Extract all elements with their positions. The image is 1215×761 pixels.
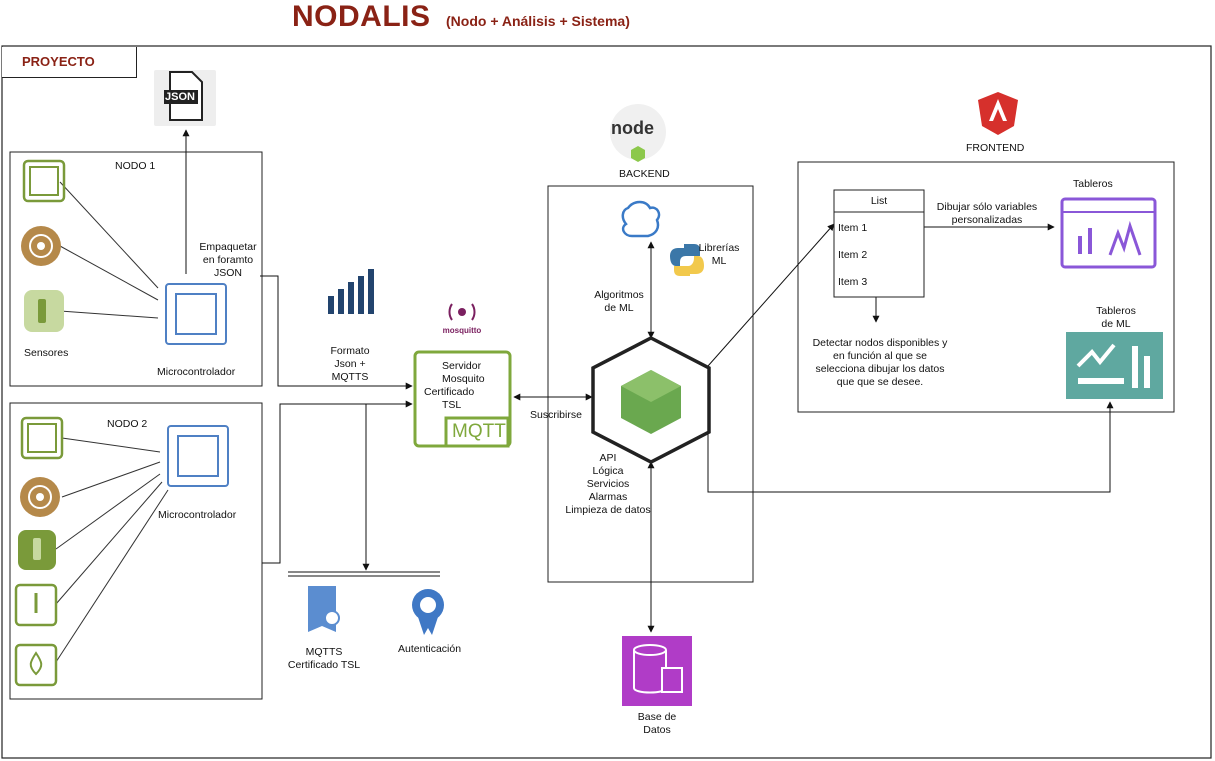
list-item: Item 2 (838, 249, 868, 261)
suscribirse-label: Suscribirse (530, 409, 582, 421)
mosquitto-logo-text: mosquitto (442, 326, 482, 335)
backend-func-2: Lógica (592, 465, 624, 477)
radio-sensor-icon (21, 226, 61, 266)
empaquetar-line2: en foramto (202, 254, 254, 266)
detectar-line4: que que se desee. (836, 376, 924, 388)
angular-logo-icon (978, 92, 1018, 135)
chip-sensor-icon (22, 159, 66, 203)
certificate-icon (308, 586, 340, 632)
page-subtitle: (Nodo + Análisis + Sistema) (446, 13, 630, 29)
nodejs-logo-icon (610, 104, 666, 162)
tableros-ml-line2: de ML (1101, 318, 1131, 330)
radio-sensor-icon-2 (20, 477, 60, 517)
signal-bars-icon (328, 269, 374, 314)
librerias-line1: Librerías (698, 242, 740, 254)
json-file-icon (154, 70, 216, 126)
chip-sensor-icon-2 (20, 416, 64, 460)
algoritmos-line1: Algoritmos (594, 289, 644, 301)
formato-line1: Formato (330, 345, 370, 357)
microcontroller-icon-2 (167, 425, 229, 487)
backend-label: BACKEND (619, 168, 670, 180)
mqtt-server-line3: Certificado (424, 386, 475, 398)
backend-func-1: API (599, 452, 617, 464)
python-icon (670, 244, 704, 276)
backend-func-3: Servicios (586, 478, 630, 490)
frontend-box (797, 161, 1175, 413)
page-title: NODALIS (292, 0, 431, 33)
backend-func-4: Alarmas (588, 491, 628, 503)
db-line1: Base de (637, 711, 677, 723)
proyecto-label: PROYECTO (22, 54, 95, 69)
ml-dashboard-icon (1066, 332, 1163, 399)
algoritmos-line2: de ML (604, 302, 634, 314)
temperature-chip-icon (14, 583, 58, 627)
auth-badge-icon (412, 589, 444, 635)
mqtts-cert-line2: Certificado TSL (287, 659, 361, 671)
sensores-label: Sensores (24, 347, 69, 359)
empaquetar-line1: Empaquetar (199, 241, 257, 253)
list-box (833, 189, 925, 298)
frontend-label: FRONTEND (966, 142, 1025, 154)
list-item: Item 1 (838, 222, 868, 234)
thermometer-sensor-icon (24, 290, 64, 332)
arrow-backend-mlboards (707, 401, 1114, 493)
nodo1-box (9, 151, 263, 387)
database-icon (622, 636, 692, 706)
dashboard-icon (1060, 197, 1157, 269)
nodo2-label: NODO 2 (107, 418, 148, 430)
empaquetar-line3: JSON (213, 267, 242, 279)
mqtts-cert-line1: MQTTS (305, 646, 343, 658)
auth-label: Autenticación (398, 643, 462, 655)
outer-frame (1, 45, 1212, 759)
microcontroller-icon (165, 283, 227, 345)
micro2-label: Microcontrolador (158, 509, 237, 521)
db-line2: Datos (643, 724, 671, 736)
arrow-nodo2-to-mqtt (262, 400, 413, 564)
nodo1-sensor-lines (59, 181, 159, 319)
tableros-label: Tableros (1073, 178, 1113, 190)
formato-line2: Json + (334, 358, 366, 370)
mqtt-text: MQTT (452, 421, 506, 442)
nodo2-sensor-lines (55, 437, 169, 663)
proyecto-tab (2, 47, 137, 78)
nodo1-label: NODO 1 (115, 160, 156, 172)
nodo2-box (9, 402, 263, 700)
dibujar-line2: personalizadas (951, 214, 1023, 226)
tableros-ml-line1: Tableros (1096, 305, 1136, 317)
librerias-line2: ML (711, 255, 727, 267)
humidity-chip-icon (14, 643, 58, 687)
detectar-line1: Detectar nodos disponibles y (812, 337, 948, 349)
ml-brain-icon (621, 200, 661, 238)
node-logo-text: node (611, 118, 654, 138)
detectar-line2: en función al que se (833, 350, 927, 362)
list-title: List (870, 195, 888, 207)
thermometer-sensor-icon-2 (18, 530, 56, 570)
mqtt-server-line1: Servidor (442, 360, 482, 372)
mosquitto-logo-icon (448, 303, 476, 321)
detectar-line3: selecciona dibujar los datos (815, 363, 945, 375)
arrow-nodo1-to-mqtt (260, 275, 413, 390)
micro1-label: Microcontrolador (157, 366, 236, 378)
dibujar-line1: Dibujar sólo variables (936, 201, 1038, 213)
json-file-text: JSON (165, 91, 195, 103)
formato-line3: MQTTS (331, 371, 369, 383)
list-item: Item 3 (838, 276, 868, 288)
backend-func-5: Limpieza de datos (565, 504, 651, 516)
mqtt-server-line4: TSL (442, 399, 462, 411)
arrow-backend-list (707, 223, 835, 367)
backend-cube-icon (591, 336, 711, 464)
mqtt-server-box (413, 350, 512, 448)
mqtt-server-line2: Mosquito (442, 373, 485, 385)
